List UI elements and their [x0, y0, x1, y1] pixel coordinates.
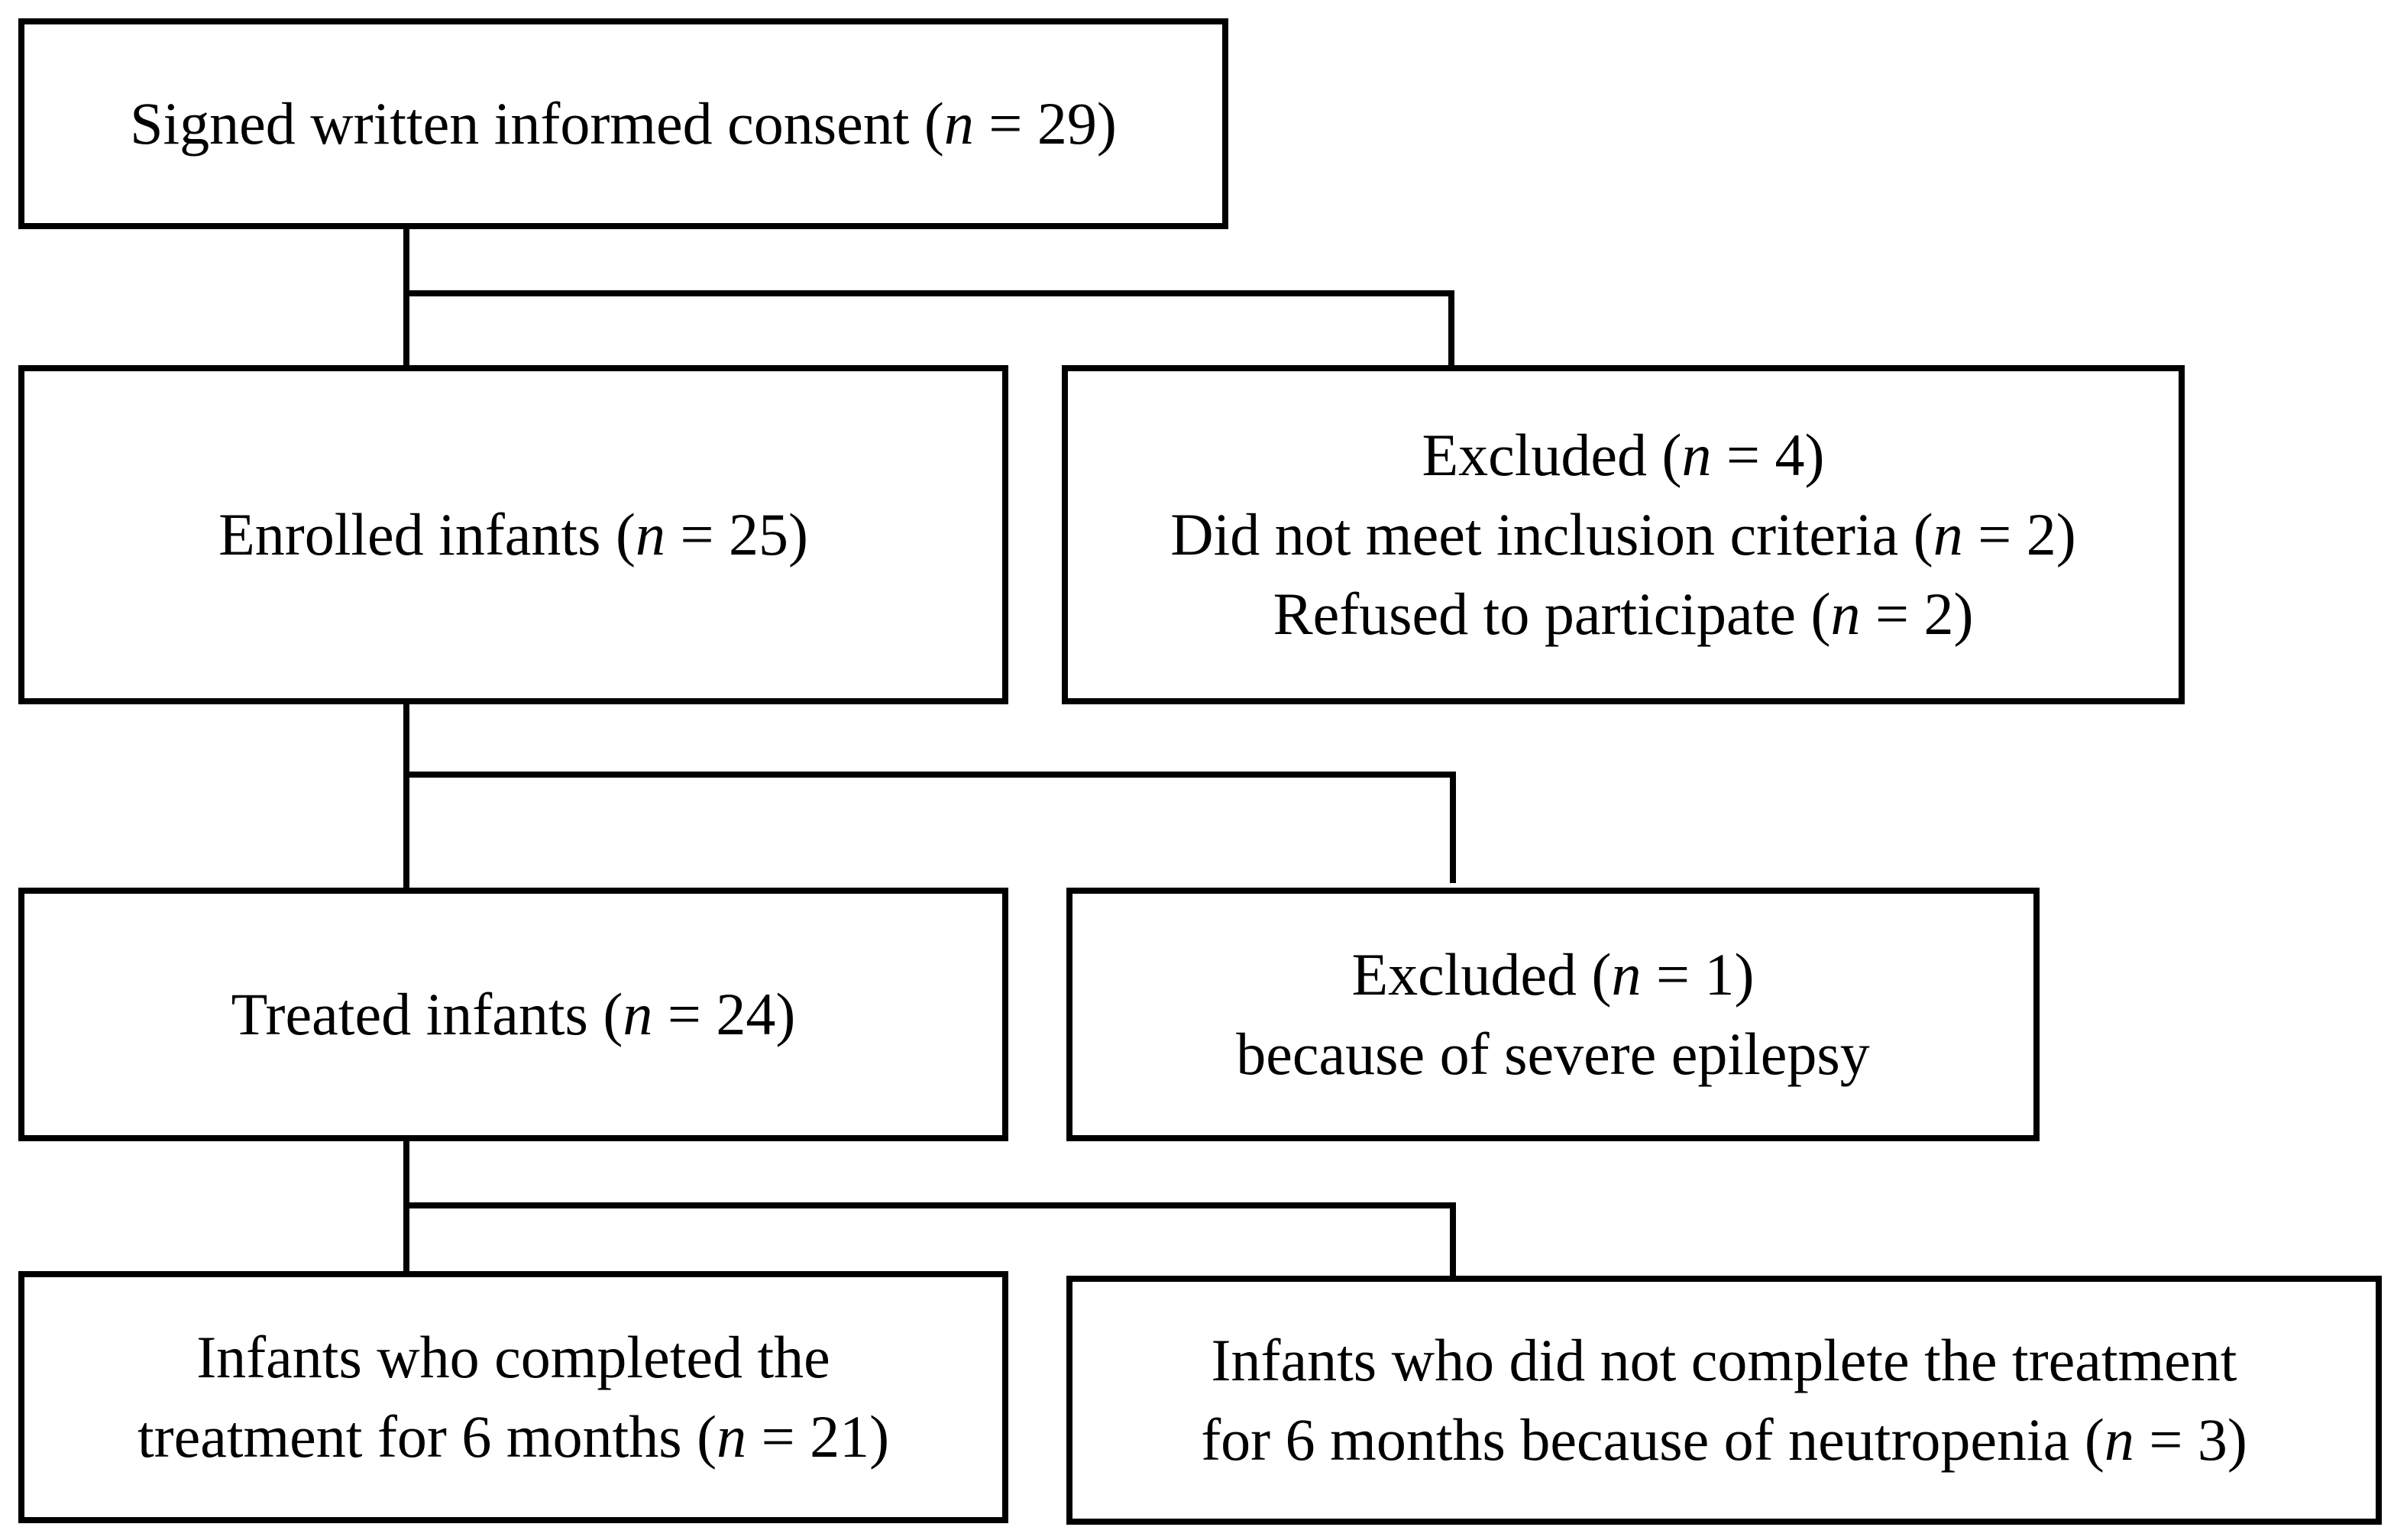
not-completed-line-1: Infants who did not complete the treatme…: [1211, 1327, 2237, 1393]
not-completed-box: Infants who did not complete the treatme…: [1066, 1276, 2382, 1525]
completed-line-1: Infants who completed the: [196, 1324, 830, 1390]
consent-text: Signed written informed consent (n = 29): [130, 90, 1117, 157]
not-completed-line-2: for 6 months because of neutropenia (n =…: [1201, 1406, 2247, 1473]
enrolled-text: Enrolled infants (n = 25): [218, 501, 808, 568]
excluded-1-reason-2: Refused to participate (n = 2): [1273, 581, 1974, 647]
completed-box: Infants who completed the treatment for …: [18, 1271, 1008, 1523]
connector-branch-3: [403, 1202, 1456, 1208]
excluded-1-title: Excluded (n = 4): [1422, 422, 1825, 488]
connector-excluded-2-drop: [1450, 772, 1456, 883]
connector-enrolled-down: [403, 701, 409, 891]
connector-branch-2: [403, 772, 1456, 778]
excluded-2-reason: because of severe epilepsy: [1236, 1021, 1870, 1087]
completed-line-2: treatment for 6 months (n = 21): [137, 1403, 890, 1470]
excluded-1-box: Excluded (n = 4) Did not meet inclusion …: [1062, 365, 2185, 704]
excluded-2-box: Excluded (n = 1) because of severe epile…: [1066, 888, 2040, 1141]
connector-not-completed-drop: [1450, 1202, 1456, 1280]
connector-branch-1: [403, 290, 1454, 296]
treated-text: Treated infants (n = 24): [231, 981, 796, 1047]
excluded-2-title: Excluded (n = 1): [1351, 941, 1755, 1008]
enrolled-box: Enrolled infants (n = 25): [18, 365, 1008, 704]
consent-box: Signed written informed consent (n = 29): [18, 18, 1228, 229]
connector-consent-down: [403, 226, 409, 368]
excluded-1-reason-1: Did not meet inclusion criteria (n = 2): [1170, 501, 2076, 568]
treated-box: Treated infants (n = 24): [18, 888, 1008, 1141]
connector-excluded-1-drop: [1448, 290, 1454, 368]
